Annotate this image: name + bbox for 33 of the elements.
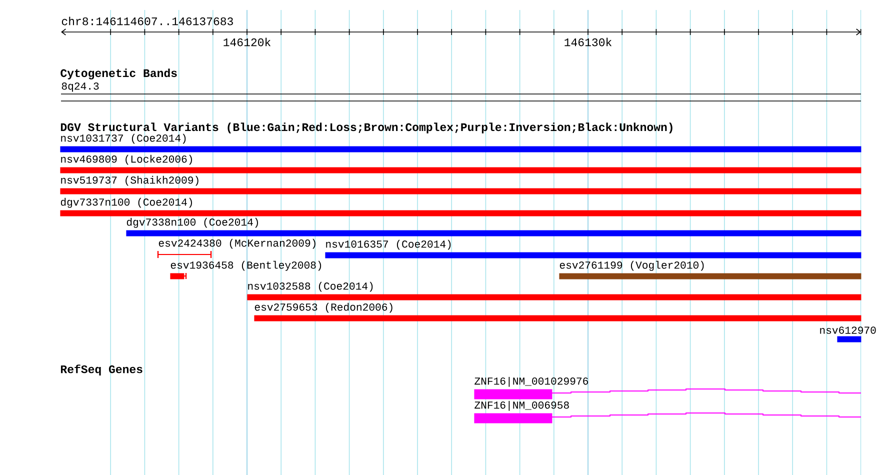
node-label: dgv7337n100 (Coe2014)	[60, 198, 192, 208]
variant-bar: nsv612970	[820, 326, 876, 342]
node-label: dgv7338n100 (Coe2014)	[126, 218, 258, 228]
node-label: nsv1031737 (Coe2014)	[61, 134, 186, 144]
axis-label: chr8:146114607..146137683	[62, 16, 233, 26]
variant-bar: esv2761199 (Vogler2010)	[559, 260, 862, 280]
variant-bar: nsv1016357 (Coe2014)	[325, 240, 862, 258]
node-label: esv1936458 (Bentley2008)	[170, 260, 322, 271]
variant-bar: esv2424380 (McKernan2009)	[157, 238, 316, 258]
node-label: nsv1032588 (Coe2014)	[248, 282, 373, 292]
track-heading: DGV Structural Variants (Blue:Gain;Red:Loss;Brown:Complex;Purple:Inversion;Black:Unknown)	[60, 122, 672, 134]
variant-bar: nsv519737 (Shaikh2009)	[60, 176, 862, 194]
track-heading: RefSeq Genes	[60, 364, 142, 376]
gene-model: ZNF16|NM_006958	[474, 400, 862, 424]
node-label: nsv612970	[820, 326, 876, 334]
chromosome-band: 8q24.3	[60, 82, 862, 102]
node-label: ZNF16|NM_006958	[474, 400, 569, 411]
variant-bar: nsv469809 (Locke2006)	[60, 154, 862, 174]
node-label: nsv1016357 (Coe2014)	[326, 240, 451, 250]
gene-model: ZNF16|NM_001029976	[474, 376, 862, 400]
variant-bar: dgv7338n100 (Coe2014)	[126, 218, 862, 236]
tick-label: 146120k	[224, 38, 271, 46]
variant-bar: esv2759653 (Redon2006)	[254, 302, 862, 322]
variant-bar: nsv1031737 (Coe2014)	[60, 134, 862, 152]
node-label: nsv469809 (Locke2006)	[61, 154, 192, 165]
tick-label: 146130k	[564, 38, 612, 46]
variant-bar: nsv1032588 (Coe2014)	[247, 282, 862, 300]
node-label: esv2761199 (Vogler2010)	[560, 260, 704, 271]
variant-bar: esv1936458 (Bentley2008)	[170, 260, 322, 280]
node-label: esv2759653 (Redon2006)	[254, 302, 392, 313]
variant-bar: dgv7337n100 (Coe2014)	[60, 198, 862, 216]
node-label: nsv519737 (Shaikh2009)	[61, 176, 198, 186]
node-label: ZNF16|NM_001029976	[474, 376, 588, 387]
